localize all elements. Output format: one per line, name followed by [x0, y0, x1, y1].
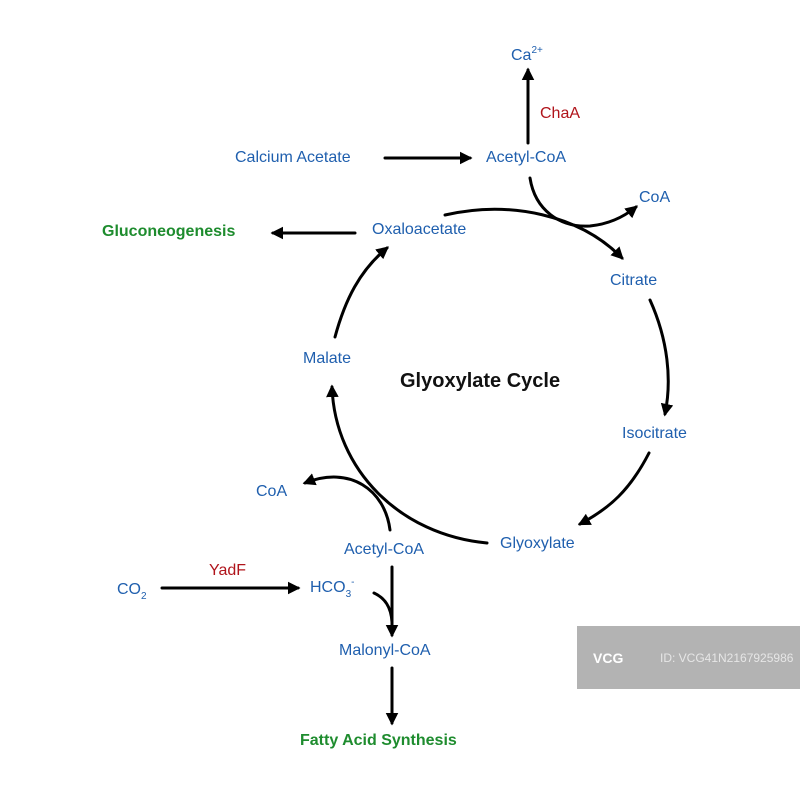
- watermark-logo: VCG: [593, 650, 624, 666]
- node-citrate: Citrate: [610, 272, 658, 289]
- node-malonyl-coa: Malonyl-CoA: [339, 642, 431, 659]
- node-ca2plus: Ca2+: [511, 45, 543, 64]
- diagram-title: Glyoxylate Cycle: [400, 370, 561, 392]
- co2-subscript: 2: [141, 591, 147, 602]
- node-hco3: HCO3-: [310, 577, 355, 600]
- node-malate: Malate: [303, 350, 352, 367]
- arrow-glyoxylate-to-malate: [326, 384, 489, 545]
- node-coa-top: CoA: [639, 189, 671, 206]
- enzyme-chaa: ChaA: [540, 105, 581, 122]
- ca-base: Ca: [511, 47, 532, 64]
- node-coa-bottom: CoA: [256, 483, 288, 500]
- ca-charge: 2+: [531, 45, 543, 56]
- hco3-base: HCO: [310, 579, 346, 596]
- arrow-oxaloacetate-to-citrate: [443, 207, 624, 260]
- node-glyoxylate: Glyoxylate: [500, 535, 575, 552]
- co2-base: CO: [117, 581, 141, 598]
- node-calcium-acetate: Calcium Acetate: [235, 149, 351, 166]
- watermark-id: ID: VCG41N2167925986: [660, 651, 794, 665]
- arrow-malate-to-oxaloacetate: [333, 246, 389, 339]
- arrow-acetylcoa-to-coa-bottom: [302, 473, 392, 532]
- node-oxaloacetate: Oxaloacetate: [372, 221, 467, 238]
- enzyme-yadf: YadF: [209, 562, 247, 579]
- arrow-isocitrate-to-glyoxylate: [577, 451, 651, 526]
- hco3-subscript: 3: [345, 589, 352, 600]
- pathway-fatty-acid-synthesis: Fatty Acid Synthesis: [300, 732, 457, 749]
- watermark: VCG ID: VCG41N2167925986: [577, 626, 800, 689]
- arrow-citrate-to-isocitrate: [648, 298, 674, 417]
- node-co2: CO2: [117, 581, 147, 602]
- pathway-gluconeogenesis: Gluconeogenesis: [102, 223, 236, 240]
- node-acetyl-coa-top: Acetyl-CoA: [486, 149, 567, 166]
- hco3-charge: -: [351, 577, 355, 588]
- arrow-hco3-joining: [372, 591, 394, 624]
- arrow-acetylcoa-to-coa-top: [528, 176, 638, 228]
- node-isocitrate: Isocitrate: [622, 425, 687, 442]
- node-acetyl-coa-bottom: Acetyl-CoA: [344, 541, 425, 558]
